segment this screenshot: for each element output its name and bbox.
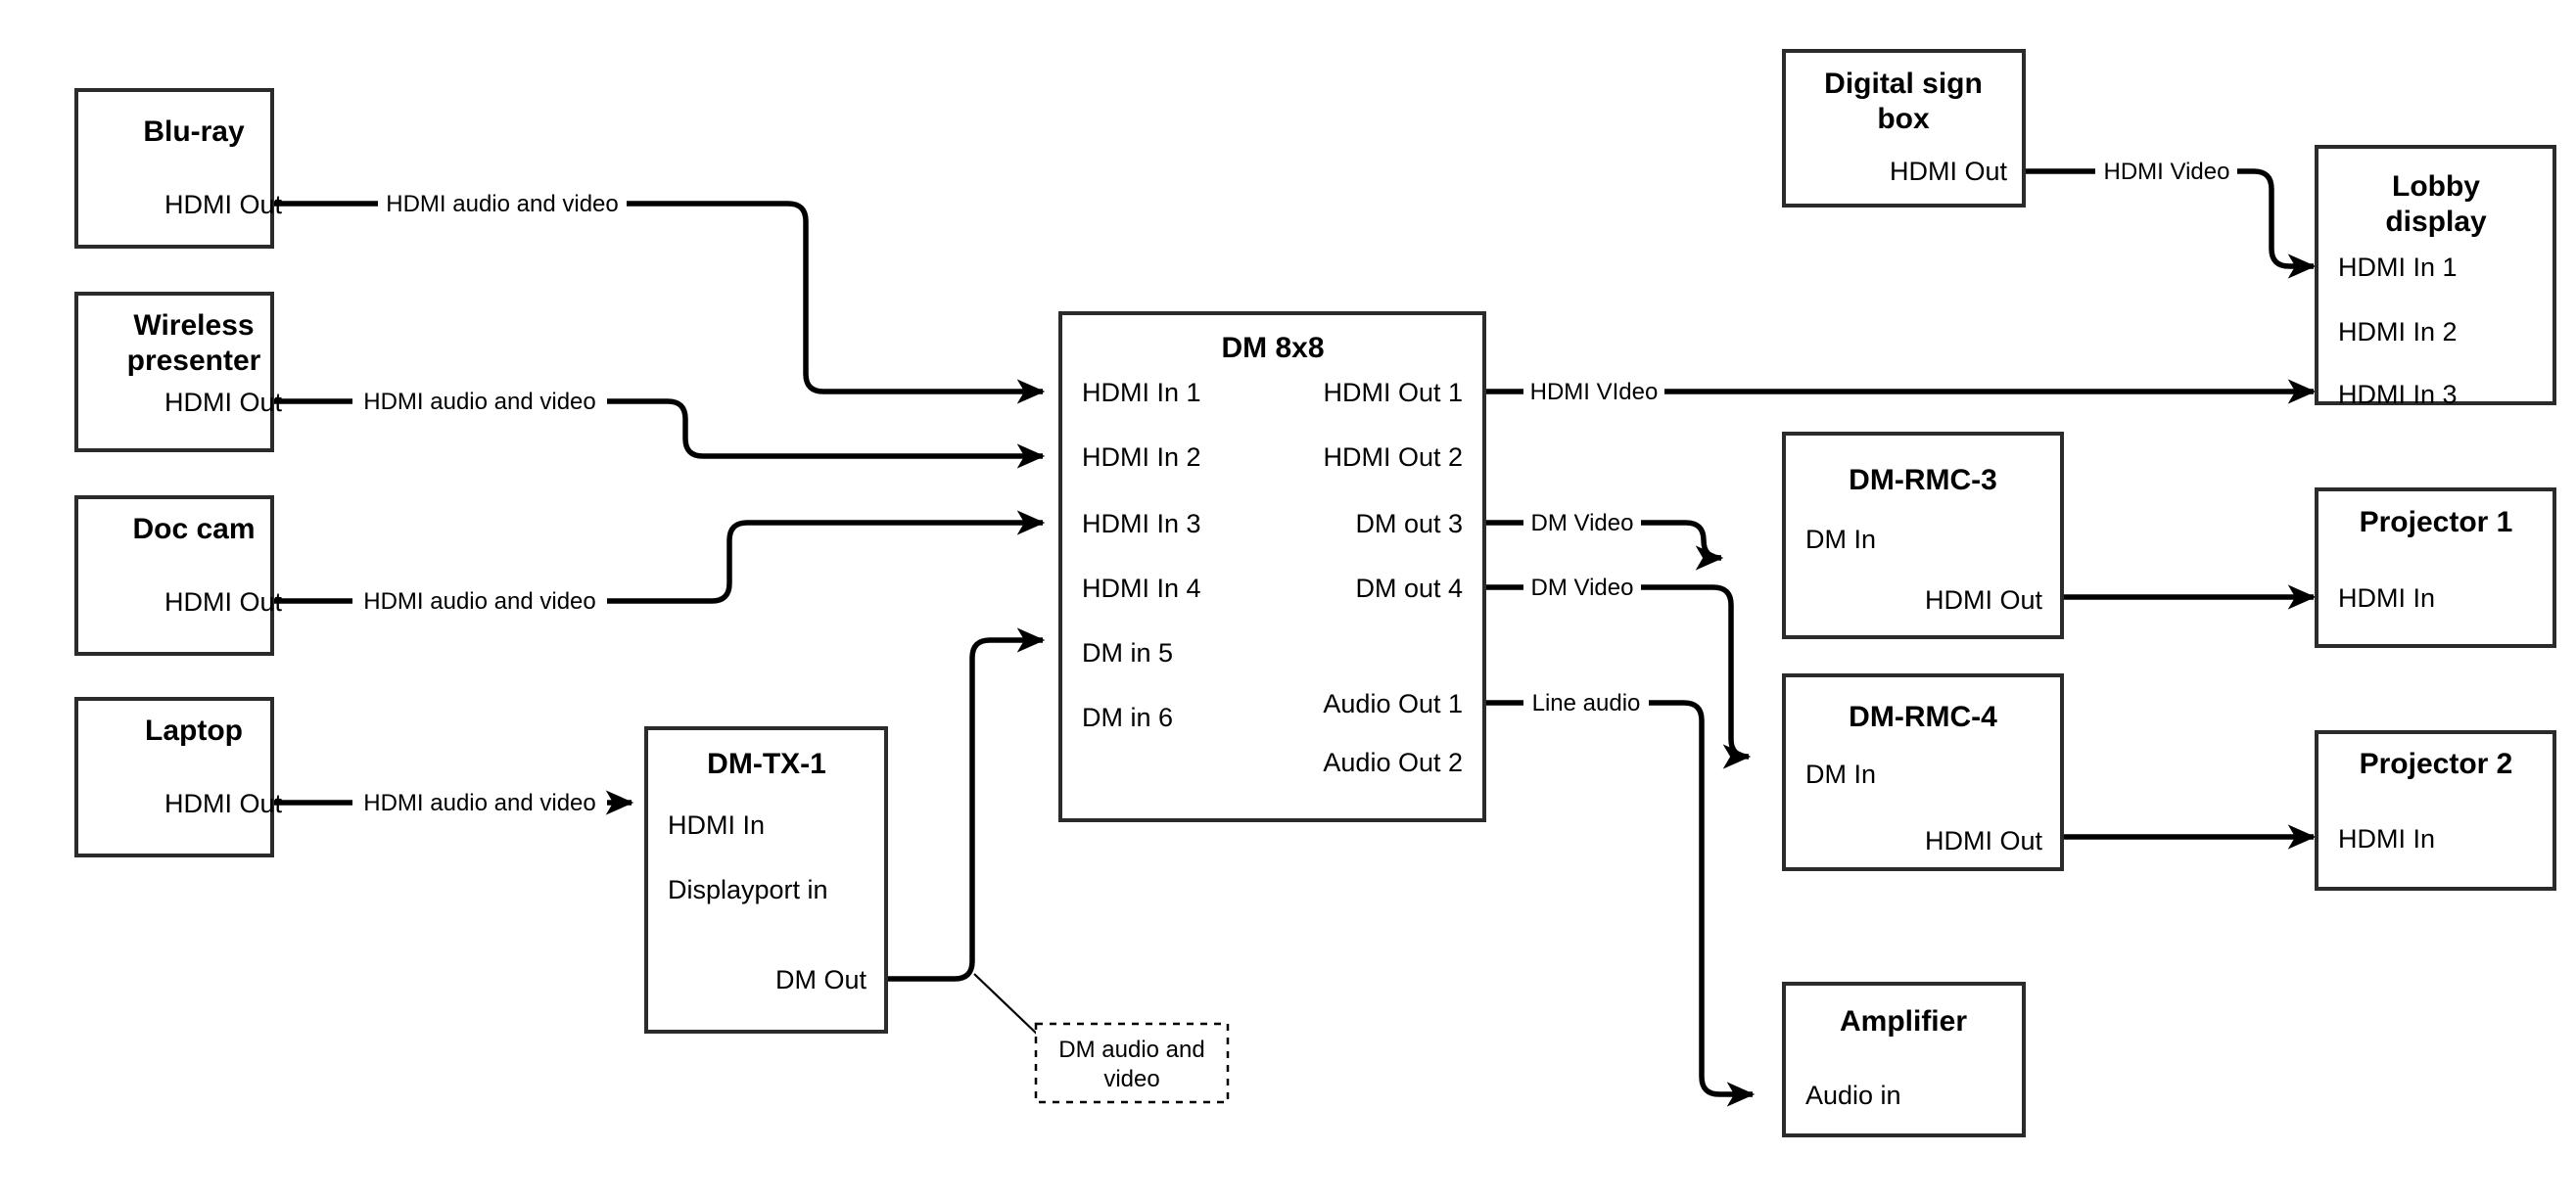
dm8x8-output-1: HDMI Out 1 [1323, 378, 1463, 407]
dm8x8-output-2: HDMI Out 2 [1323, 442, 1463, 472]
wire-dmtx1-to-dm8x8 [883, 627, 1046, 1039]
wire-dm8x8-dmout4-to-rmc4 [1484, 584, 1752, 769]
bluray-box [74, 88, 274, 249]
node-projector-2[interactable]: Projector 2 HDMI In [2315, 730, 2556, 891]
dm8x8-output-4: DM out 4 [1355, 574, 1463, 603]
node-laptop[interactable]: Laptop HDMI Out [74, 697, 283, 857]
lobby-port-hdmi-in-2: HDMI In 2 [2338, 317, 2458, 346]
node-dmtx1[interactable]: DM-TX-1 HDMI In Displayport in DM Out [644, 726, 888, 1034]
amplifier-port-audio-in: Audio in [1805, 1081, 1901, 1110]
rmc3-box [1782, 432, 2064, 639]
node-lobby-display[interactable]: Lobby display HDMI In 1 HDMI In 2 HDMI I… [2315, 145, 2556, 409]
bluray-title: Blu-ray [143, 115, 245, 148]
note-line2: video [1103, 1066, 1159, 1092]
projector2-port-hdmi-in: HDMI In [2338, 824, 2435, 854]
dmtx1-title: DM-TX-1 [707, 748, 826, 780]
lobby-title-line1: Lobby [2392, 170, 2480, 203]
projector2-box [2315, 730, 2556, 891]
wireless-port-hdmi-out: HDMI Out [164, 388, 283, 417]
node-digital-sign-box[interactable]: Digital sign box HDMI Out [1782, 49, 2026, 208]
wire-dm8x8-dmout3-to-rmc3 [1484, 520, 1724, 571]
node-projector-1[interactable]: Projector 1 HDMI In [2315, 487, 2556, 648]
laptop-title: Laptop [145, 715, 243, 747]
dmtx1-port-hdmi-in: HDMI In [668, 810, 765, 840]
rmc3-title: DM-RMC-3 [1849, 464, 1997, 496]
projector1-title: Projector 1 [2360, 506, 2513, 538]
dm8x8-input-4: HDMI In 4 [1082, 574, 1201, 603]
doccam-title: Doc cam [132, 513, 255, 545]
note-box [1034, 1022, 1230, 1104]
signbox-title-line2: box [1877, 103, 1930, 135]
signbox-title-line1: Digital sign [1824, 68, 1983, 100]
wire-wireless-to-dm8x8 [192, 398, 1046, 469]
edge-label-audio-out-1: Line audio [1532, 690, 1641, 716]
node-wireless-presenter[interactable]: Wireless presenter HDMI Out [74, 292, 283, 452]
laptop-port-hdmi-out: HDMI Out [164, 789, 283, 818]
signbox-box [1782, 49, 2026, 208]
rmc4-port-hdmi-out: HDMI Out [1925, 826, 2043, 855]
rmc3-port-dm-in: DM In [1805, 525, 1876, 554]
dm8x8-input-6: DM in 6 [1082, 703, 1173, 732]
dm8x8-input-3: HDMI In 3 [1082, 509, 1201, 538]
wireless-box [74, 292, 274, 452]
dm8x8-output-6: Audio Out 2 [1323, 748, 1463, 777]
signbox-port-hdmi-out: HDMI Out [1890, 157, 2008, 186]
node-bluray[interactable]: Blu-ray HDMI Out [74, 88, 283, 249]
dm8x8-output-5: Audio Out 1 [1323, 689, 1463, 718]
wire-bluray-to-dm8x8 [192, 201, 1046, 404]
edge-label-dm-out-3: DM Video [1531, 510, 1634, 536]
dmtx1-box [644, 726, 888, 1034]
dm8x8-box [1058, 311, 1486, 822]
node-dm-rmc-4[interactable]: DM-RMC-4 DM In HDMI Out [1782, 673, 2064, 871]
projector1-port-hdmi-in: HDMI In [2338, 583, 2435, 613]
dmtx1-port-displayport-in: Displayport in [668, 875, 828, 904]
bluray-port-hdmi-out: HDMI Out [164, 190, 283, 219]
projector2-title: Projector 2 [2360, 748, 2513, 780]
wire-dm8x8-audioout1-to-amplifier [1484, 700, 1756, 1107]
note-dm-audio-and-video: DM audio and video [1034, 1022, 1230, 1104]
rmc3-port-hdmi-out: HDMI Out [1925, 585, 2043, 615]
doccam-port-hdmi-out: HDMI Out [164, 587, 283, 617]
wireless-title-line2: presenter [127, 345, 261, 377]
node-doccam[interactable]: Doc cam HDMI Out [74, 495, 283, 656]
edge-label-wireless: HDMI audio and video [363, 389, 595, 415]
edge-label-sign-to-lobby: HDMI Video [2104, 159, 2230, 185]
wire-signbox-to-lobby [2022, 168, 2317, 279]
dm8x8-input-5: DM in 5 [1082, 638, 1173, 668]
edge-label-doccam: HDMI audio and video [363, 588, 595, 615]
dm8x8-output-3: DM out 3 [1355, 509, 1463, 538]
doccam-box [74, 495, 274, 656]
node-dm-rmc-3[interactable]: DM-RMC-3 DM In HDMI Out [1782, 432, 2064, 639]
dm8x8-input-2: HDMI In 2 [1082, 442, 1201, 472]
amplifier-title: Amplifier [1840, 1005, 1967, 1038]
lobby-port-hdmi-in-3: HDMI In 3 [2338, 380, 2458, 409]
note-line1: DM audio and [1058, 1037, 1204, 1063]
lobby-port-hdmi-in-1: HDMI In 1 [2338, 253, 2458, 282]
node-amplifier[interactable]: Amplifier Audio in [1782, 982, 2026, 1137]
edge-label-dm-out-4: DM Video [1531, 575, 1634, 601]
amplifier-box [1782, 982, 2026, 1137]
wire-doccam-to-dm8x8 [192, 510, 1046, 604]
edge-label-laptop: HDMI audio and video [363, 790, 595, 816]
dmtx1-port-dm-out: DM Out [775, 965, 867, 994]
edge-label-bluray: HDMI audio and video [386, 191, 618, 217]
node-dm8x8[interactable]: DM 8x8 HDMI In 1 HDMI In 2 HDMI In 3 HDM… [1058, 311, 1486, 822]
wireless-title-line1: Wireless [133, 309, 254, 342]
dm8x8-input-1: HDMI In 1 [1082, 378, 1201, 407]
lobby-title-line2: display [2385, 206, 2487, 238]
rmc4-box [1782, 673, 2064, 871]
rmc4-port-dm-in: DM In [1805, 760, 1876, 789]
laptop-box [74, 697, 274, 857]
projector1-box [2315, 487, 2556, 648]
dm8x8-title: DM 8x8 [1221, 332, 1324, 364]
edge-label-hdmi-out-1: HDMI VIdeo [1530, 379, 1659, 405]
lobby-box [2315, 145, 2556, 405]
rmc4-title: DM-RMC-4 [1849, 701, 1997, 733]
